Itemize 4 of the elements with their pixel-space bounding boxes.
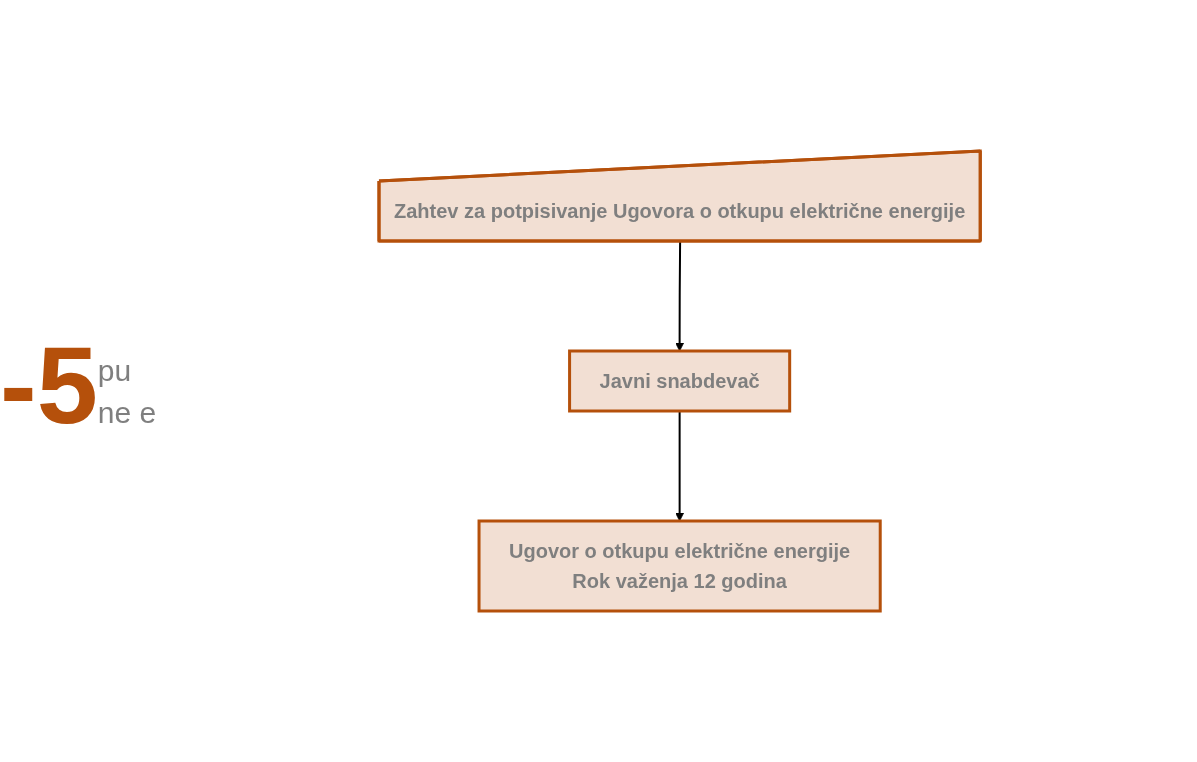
node-box: Javni snabdevač [568,349,792,413]
node-box: Ugovor o otkupu električne energije Rok važenja 12 godina [477,519,883,613]
note-text: pu ne e [97,353,158,431]
step-number: -5 [0,330,98,440]
